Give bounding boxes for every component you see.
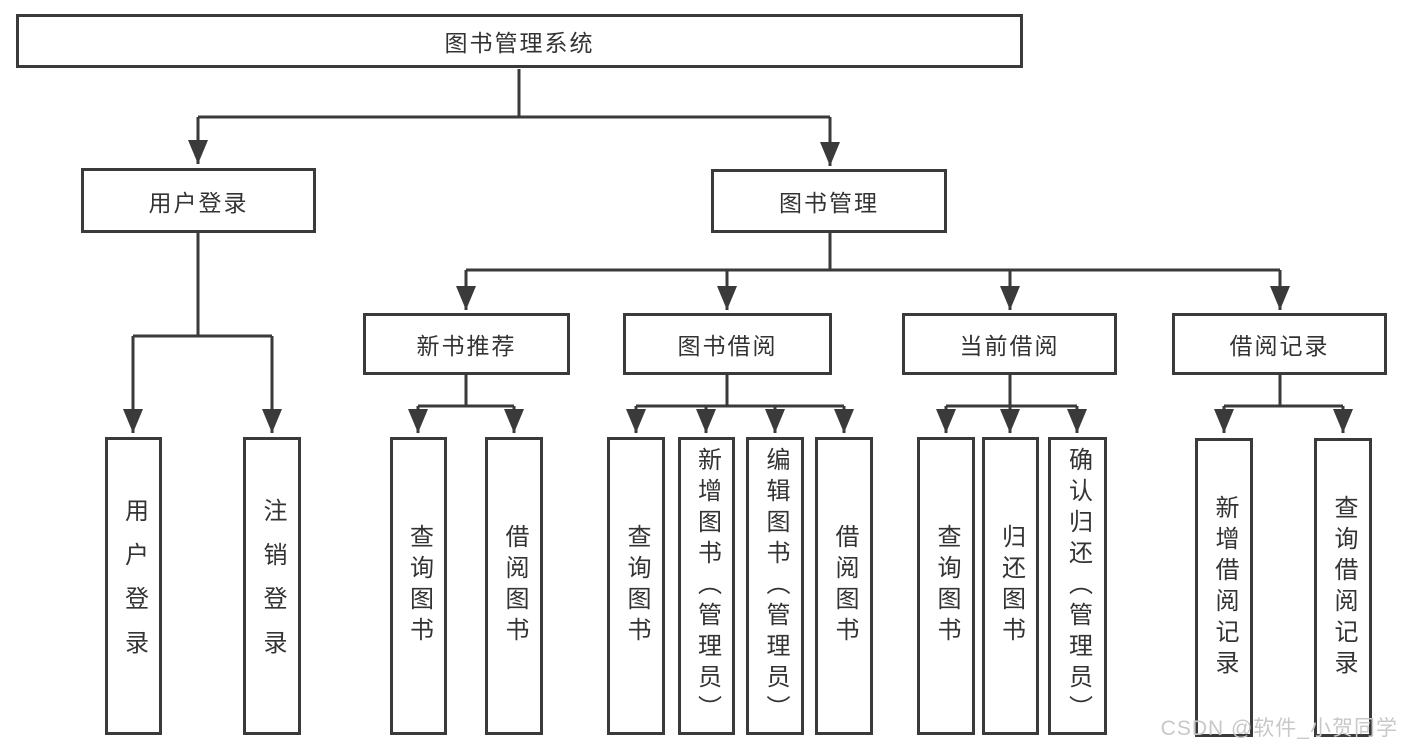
node-new-book-rec: 新书推荐 xyxy=(363,313,570,375)
node-current-borrow: 当前借阅 xyxy=(902,313,1117,375)
node-leaf-add-record: 新增借阅记录 xyxy=(1195,438,1253,737)
connector-root xyxy=(198,69,830,119)
node-new-book-rec-label: 新书推荐 xyxy=(416,333,517,359)
connector-new-book-rec xyxy=(418,375,514,408)
node-leaf-edit-book-label: 编辑图书（管理员） xyxy=(762,446,789,726)
node-leaf-borrow-book-rec-label: 借阅图书 xyxy=(501,524,528,648)
node-leaf-borrow-book-rec: 借阅图书 xyxy=(485,437,543,735)
node-leaf-query-book-rec: 查询图书 xyxy=(390,437,447,735)
connector-book-borrow xyxy=(636,375,844,408)
node-leaf-query-book-borrow: 查询图书 xyxy=(607,437,665,735)
connector-borrow-record xyxy=(1224,375,1343,408)
node-leaf-return-book: 归还图书 xyxy=(982,437,1039,735)
node-leaf-borrow-book-borrow-label: 借阅图书 xyxy=(831,524,858,648)
connector-current-borrow xyxy=(946,375,1077,408)
node-leaf-query-record: 查询借阅记录 xyxy=(1314,438,1372,737)
node-user-login: 用户登录 xyxy=(81,168,316,233)
node-leaf-add-record-label: 新增借阅记录 xyxy=(1211,494,1238,681)
node-leaf-query-record-label: 查询借阅记录 xyxy=(1330,494,1357,681)
node-leaf-query-book-rec-label: 查询图书 xyxy=(405,524,433,648)
node-current-borrow-label: 当前借阅 xyxy=(959,333,1060,359)
node-book-mgmt: 图书管理 xyxy=(711,169,947,233)
node-book-borrow-label: 图书借阅 xyxy=(677,333,778,359)
node-leaf-logout: 注销登录 xyxy=(243,437,301,735)
connector-book-mgmt xyxy=(466,233,1280,272)
node-leaf-confirm-return: 确认归还（管理员） xyxy=(1048,437,1107,735)
node-leaf-query-book-borrow-label: 查询图书 xyxy=(623,524,650,648)
node-leaf-return-book-label: 归还图书 xyxy=(997,524,1025,648)
node-book-borrow: 图书借阅 xyxy=(623,313,832,375)
node-leaf-user-login: 用户登录 xyxy=(105,437,162,735)
node-book-mgmt-label: 图书管理 xyxy=(779,190,879,216)
connector-user-login xyxy=(133,233,272,338)
node-user-login-label: 用户登录 xyxy=(148,189,249,216)
csdn-watermark: CSDN @软件_小贺同学 xyxy=(1160,717,1398,740)
node-borrow-record: 借阅记录 xyxy=(1172,313,1387,375)
node-leaf-edit-book: 编辑图书（管理员） xyxy=(746,437,804,735)
node-root-label: 图书管理系统 xyxy=(444,30,595,56)
node-root: 图书管理系统 xyxy=(16,14,1023,68)
node-leaf-confirm-return-label: 确认归还（管理员） xyxy=(1064,446,1092,726)
node-leaf-user-login-label: 用户登录 xyxy=(120,498,148,674)
node-leaf-query-book-current-label: 查询图书 xyxy=(933,524,960,648)
node-leaf-query-book-current: 查询图书 xyxy=(917,437,975,735)
node-leaf-add-book: 新增图书（管理员） xyxy=(678,437,735,735)
node-leaf-logout-label: 注销登录 xyxy=(259,498,286,674)
node-leaf-borrow-book-borrow: 借阅图书 xyxy=(815,437,873,735)
node-leaf-add-book-label: 新增图书（管理员） xyxy=(693,446,721,726)
node-borrow-record-label: 借阅记录 xyxy=(1229,333,1330,359)
